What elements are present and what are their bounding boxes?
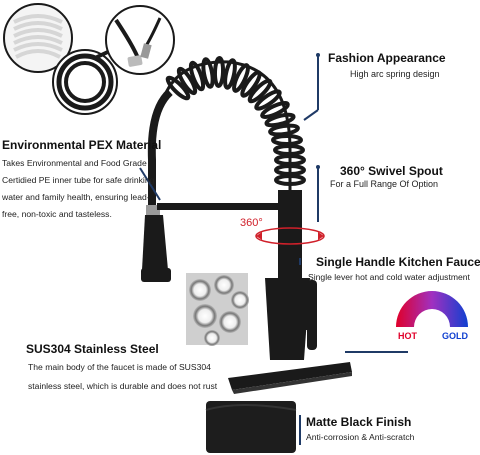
hot-label: HOT (398, 331, 417, 341)
swivel-angle-label: 360° (240, 217, 263, 229)
handle-desc: Single lever hot and cold water adjustme… (308, 272, 470, 282)
matte-black-swatch (206, 401, 296, 453)
handle-title: Single Handle Kitchen Faucet (316, 255, 480, 269)
hose-inset (52, 48, 118, 115)
fashion-title: Fashion Appearance (328, 51, 446, 65)
pex-tube-inset (3, 3, 73, 73)
steel-desc: The main body of the faucet is made of S… (28, 362, 218, 391)
pex-desc: Takes Environmental and Food Grade Certi… (2, 158, 155, 219)
fashion-desc: High arc spring design (350, 69, 440, 79)
faucet (141, 56, 352, 394)
temperature-gauge (396, 291, 468, 327)
swivel-title: 360° Swivel Spout (340, 164, 443, 178)
finish-desc: Anti-corrosion & Anti-scratch (306, 432, 415, 442)
cold-label: GOLD (442, 331, 468, 341)
swivel-desc: For a Full Range Of Option (330, 179, 439, 189)
connector-inset (105, 5, 175, 75)
steel-title: SUS304 Stainless Steel (26, 342, 159, 356)
pex-title: Environmental PEX Material (2, 138, 162, 152)
callout-lines (139, 55, 408, 445)
swivel-arrow (255, 227, 325, 245)
finish-title: Matte Black Finish (306, 415, 412, 429)
steel-pipes-inset (186, 273, 249, 346)
